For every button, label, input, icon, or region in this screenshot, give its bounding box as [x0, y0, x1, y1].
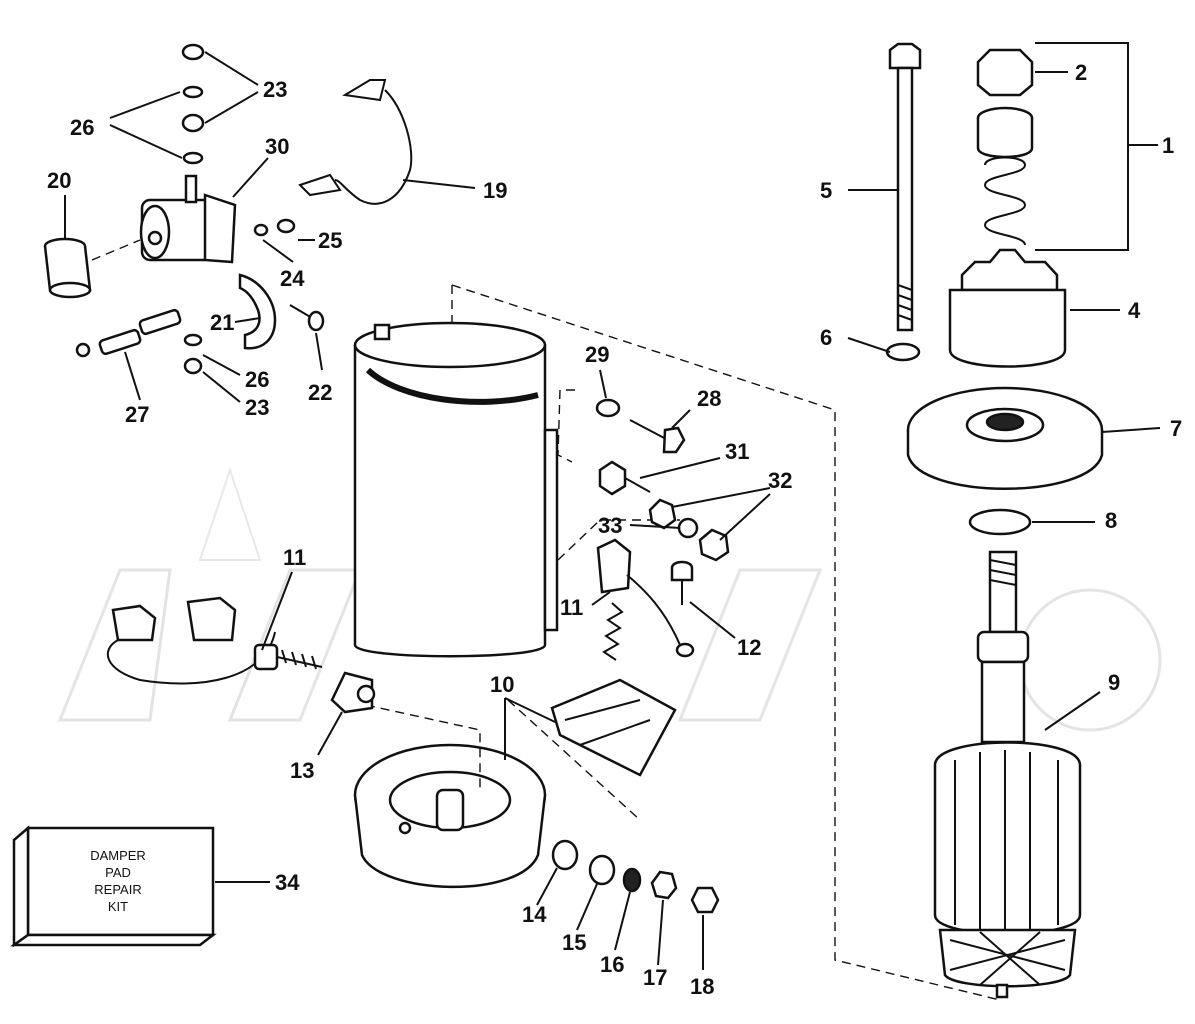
callout-10: 10: [490, 672, 514, 697]
callout-23b: 23: [245, 395, 269, 420]
callout-12: 12: [737, 635, 761, 660]
callout-20: 20: [47, 168, 71, 193]
callout-8: 8: [1105, 508, 1117, 533]
callout-9: 9: [1108, 670, 1120, 695]
callout-2: 2: [1075, 60, 1087, 85]
callout-1: 1: [1162, 133, 1174, 158]
terminal-hardware: [557, 389, 730, 562]
callout-11a: 11: [283, 545, 306, 570]
callout-34: 34: [275, 870, 300, 895]
kit-box-line-2: PAD: [105, 865, 131, 880]
callout-32: 32: [768, 468, 792, 493]
callout-16: 16: [600, 952, 624, 977]
callout-21: 21: [210, 310, 234, 335]
callout-27: 27: [125, 402, 149, 427]
callout-5: 5: [820, 178, 832, 203]
callout-24: 24: [280, 266, 305, 291]
callout-31: 31: [725, 439, 749, 464]
callout-labels: 1 2 4 5 6 7 8 9 10 11 11 12 13 14 15 16 …: [47, 60, 1182, 999]
brush-right-group: [557, 519, 695, 661]
callout-15: 15: [562, 930, 586, 955]
callout-25: 25: [318, 228, 342, 253]
kit-box-line-3: REPAIR: [94, 882, 141, 897]
callout-30: 30: [265, 134, 289, 159]
callout-6: 6: [820, 325, 832, 350]
callout-22: 22: [308, 380, 332, 405]
frame-housing: [353, 284, 1001, 1001]
callout-13: 13: [290, 758, 314, 783]
callout-17: 17: [643, 965, 667, 990]
callout-7: 7: [1170, 416, 1182, 441]
callout-26b: 26: [245, 367, 269, 392]
brush-left-group: [106, 596, 323, 685]
drive-armature-group: [885, 42, 1104, 999]
callout-29: 29: [585, 342, 609, 367]
callout-28: 28: [697, 386, 721, 411]
callout-26a: 26: [70, 115, 94, 140]
kit-box-line-1: DAMPER: [90, 848, 146, 863]
end-cap-group: [330, 671, 720, 914]
callout-19: 19: [483, 178, 507, 203]
callout-23a: 23: [263, 77, 287, 102]
callout-4: 4: [1128, 298, 1141, 323]
callout-18: 18: [690, 974, 714, 999]
kit-box: DAMPER PAD REPAIR KIT: [10, 825, 217, 948]
solenoid-group: [43, 43, 413, 375]
callout-14: 14: [522, 902, 547, 927]
callout-33: 33: [598, 513, 622, 538]
callout-11b: 11: [560, 595, 583, 620]
leader-lines: [64, 42, 1161, 970]
kit-box-line-4: KIT: [108, 899, 128, 914]
